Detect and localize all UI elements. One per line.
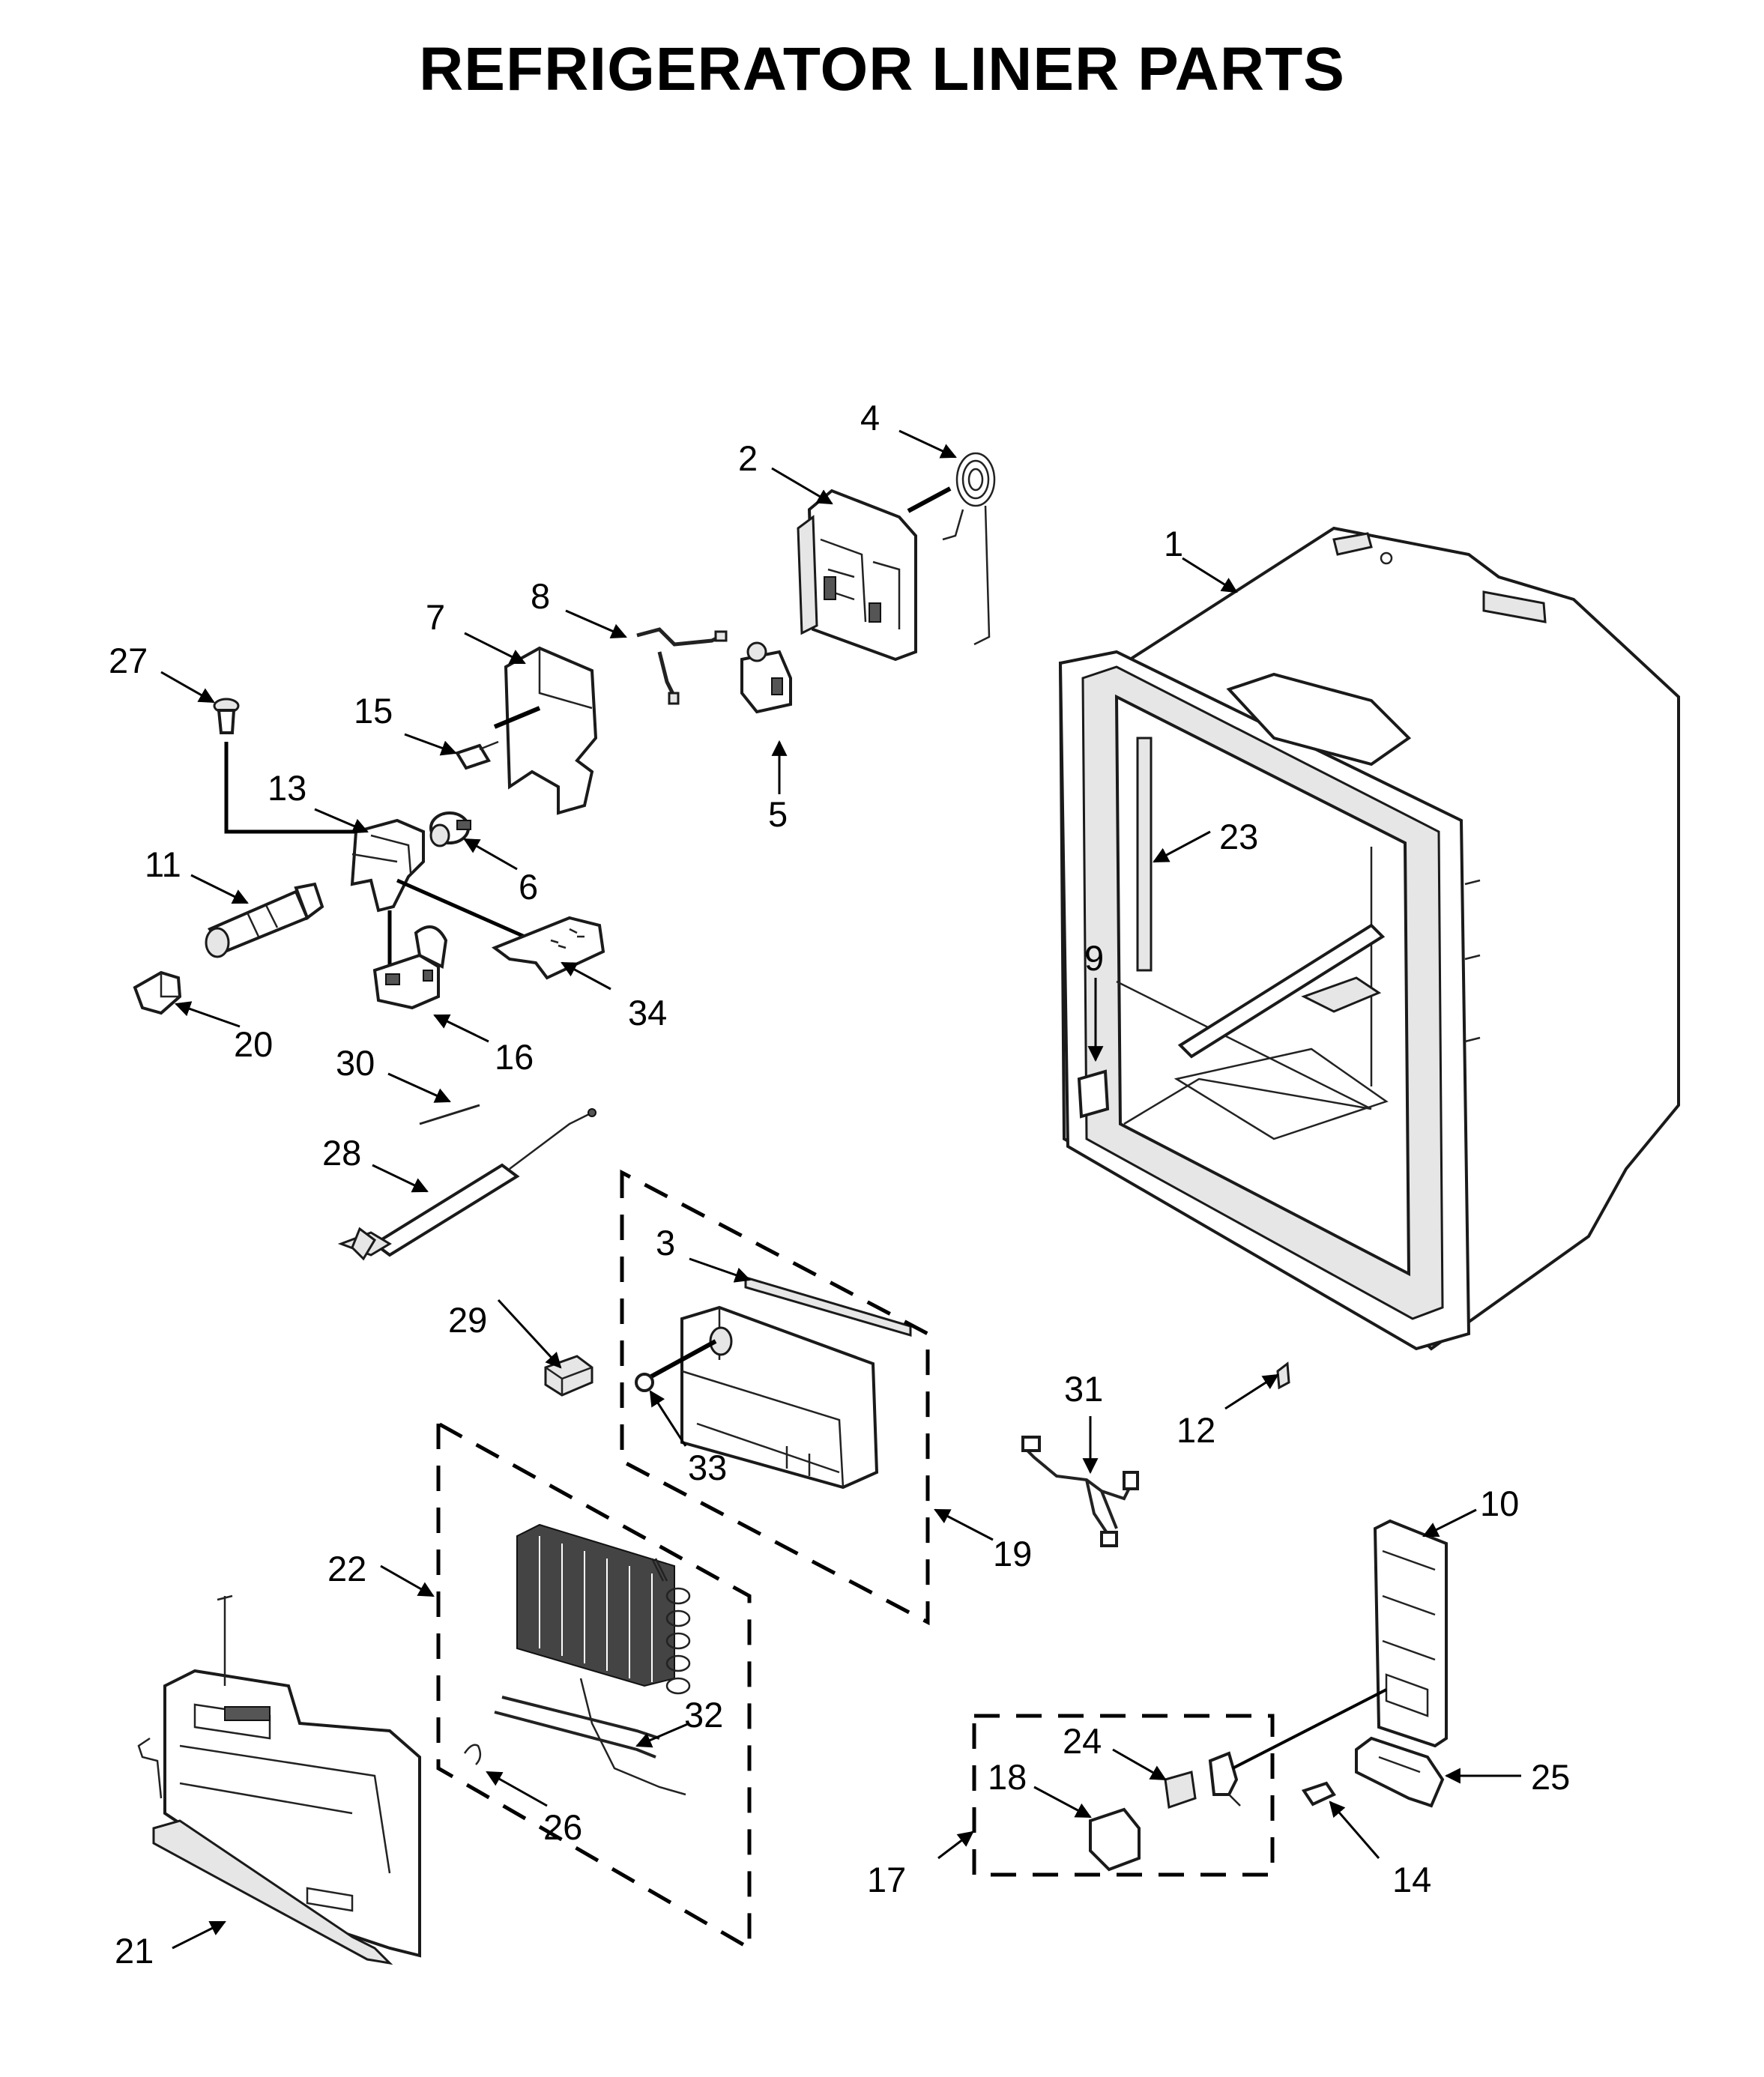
callout-4: 4	[860, 398, 880, 438]
screw-14-part	[1301, 1781, 1336, 1807]
group-17-box	[972, 1714, 1275, 1877]
callout-2: 2	[738, 438, 758, 478]
callout-11: 11	[145, 844, 181, 884]
screw-15-part	[455, 740, 499, 770]
callout-24: 24	[1063, 1721, 1102, 1761]
callout-33: 33	[688, 1448, 727, 1487]
callout-23: 23	[1219, 817, 1258, 856]
fan-motor-part	[337, 1108, 596, 1261]
drain-pan-part	[635, 1275, 912, 1490]
callout-22: 22	[327, 1549, 366, 1588]
callout-15: 15	[354, 691, 393, 731]
control-box-part	[797, 489, 917, 662]
bracket-part	[372, 925, 448, 1010]
callout-34: 34	[628, 993, 667, 1033]
callout-6: 6	[519, 867, 538, 907]
wire-harness-part	[1021, 1436, 1139, 1547]
callout-10: 10	[1480, 1484, 1519, 1523]
housing-part	[350, 818, 526, 967]
page-title: REFRIGERATOR LINER PARTS	[419, 35, 1345, 103]
louver-part	[491, 916, 605, 980]
callout-5: 5	[768, 794, 788, 834]
led-socket-part	[1208, 1688, 1387, 1807]
rod-part	[419, 1104, 480, 1125]
led-board-part	[1164, 1771, 1197, 1810]
light-housing-part	[1355, 1736, 1445, 1808]
callout-17: 17	[867, 1860, 906, 1899]
led-lens-part	[1089, 1807, 1141, 1872]
liner-cabinet-part	[1058, 526, 1680, 1351]
callout-32: 32	[684, 1695, 723, 1735]
callout-9: 9	[1084, 938, 1104, 978]
control-panel-part	[1373, 1519, 1448, 1748]
callout-28: 28	[322, 1133, 361, 1173]
callout-1: 1	[1164, 524, 1183, 563]
valve-part	[740, 641, 792, 714]
callout-19: 19	[993, 1534, 1032, 1573]
harness-part	[636, 627, 728, 705]
callout-3: 3	[656, 1223, 675, 1263]
callout-25: 25	[1531, 1757, 1570, 1797]
callout-21: 21	[115, 1931, 154, 1971]
callout-29: 29	[448, 1300, 487, 1340]
clip-part	[1276, 1361, 1290, 1390]
cover-part	[493, 646, 598, 815]
callout-20: 20	[234, 1024, 273, 1064]
callout-8: 8	[531, 576, 550, 616]
pad-part	[544, 1355, 593, 1397]
callout-27: 27	[109, 641, 148, 680]
callout-30: 30	[336, 1043, 375, 1083]
callout-18: 18	[988, 1757, 1027, 1797]
callout-26: 26	[543, 1807, 582, 1847]
group-19-box	[620, 1169, 930, 1626]
callout-12: 12	[1176, 1410, 1215, 1450]
callout-13: 13	[268, 768, 306, 808]
evaporator-coil-part	[516, 1523, 691, 1695]
group-22-box	[436, 1420, 752, 1952]
leader-lines	[160, 429, 1521, 1950]
thermistor-part	[907, 452, 996, 646]
callout-7: 7	[426, 597, 445, 637]
knob-part	[429, 811, 471, 847]
air-tower-cover-part	[137, 1594, 421, 1965]
callout-16: 16	[495, 1037, 534, 1077]
filter-cylinder-part	[205, 882, 324, 958]
callout-31: 31	[1064, 1369, 1103, 1409]
callout-14: 14	[1392, 1860, 1431, 1899]
cap-part	[133, 970, 182, 1015]
